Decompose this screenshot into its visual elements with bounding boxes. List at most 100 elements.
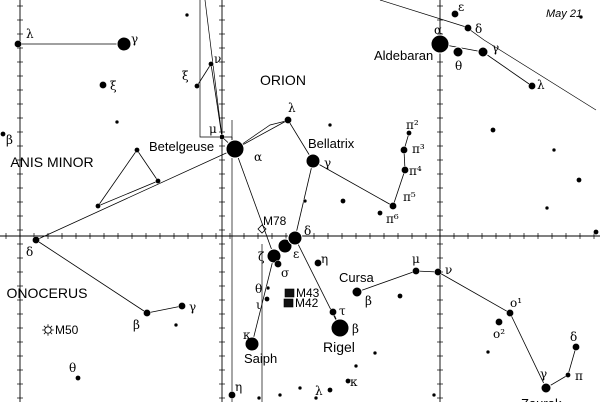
star-cmi-3 [95,203,101,209]
greek-label-omicron1-eri: ο¹ [510,296,522,310]
greek-label-mu-ori: μ [209,122,217,136]
star-theta-tau [452,46,464,58]
greek-label-gamma-eri: γ [540,367,547,381]
star-f2 [340,198,346,204]
greek-label-kappa-lep: κ [350,375,358,389]
star-sigma-ori [274,260,282,268]
star-mintaka [287,230,303,246]
stars [0,10,599,401]
star-pi2 [406,130,412,136]
nebula-icon [284,288,295,298]
star-f18 [485,349,491,355]
star-pi-eri [565,372,571,378]
boundary-lines [35,0,597,402]
greek-label-saiph: κ [243,328,251,342]
greek-label-eta-ori: η [321,252,328,266]
nebula-icon [283,298,294,308]
guide-line [234,119,291,150]
star-f12 [256,395,262,401]
greek-label-lambda-lep: λ [315,384,323,398]
star-theta-ori [265,285,271,291]
star-lambda-tau [528,82,536,90]
dso-label-m78: M78 [263,214,287,228]
constellation-line-cmi-1-cmi-2 [136,149,159,182]
star-xi-gem [99,81,107,89]
star-meissa [284,116,292,124]
greek-label-pi4: π⁴ [409,164,422,178]
star-pi5 [389,202,397,210]
star-betelgeuse [225,139,245,159]
greek-label-delta-eri: δ [570,330,577,344]
cluster-ray [50,325,53,328]
star-gamma-tau [477,46,489,58]
constellation-line-mu-ori-nu-ori [210,63,223,138]
star-kappa-lep [345,378,351,384]
star-saiph [244,336,260,352]
dso-m50: M50 [42,323,79,337]
star-beta-mon [143,309,151,317]
constellation-line-bellatrix-pi5 [312,160,394,207]
star-gamma-mon [178,302,186,310]
star-cursa [351,286,363,298]
guide-line [379,0,485,41]
star-eta-ori [314,259,322,267]
star-iota-ori [264,296,270,302]
date-label: May 21 [546,8,582,20]
greek-label-epsilon-tau: ε [458,0,464,14]
star-cmi-1 [134,147,140,153]
constellation-label-canis-minor: ANIS MINOR [10,154,93,170]
star-f11 [173,322,179,328]
constellation-line-nu-eri-omicron1-eri [437,271,511,314]
star-f10 [184,12,190,18]
star-name-aldebaran: Aldebaran [374,48,433,63]
star-xi-ori [194,83,200,89]
greek-label-xi-gem: ξ [110,79,117,93]
star-aldebaran [430,34,450,54]
star-delta-tau [464,24,472,32]
greek-label-nu-ori: ν [214,52,221,66]
guide-line [204,0,223,138]
constellation-line-beta-mon-gamma-mon [146,305,183,314]
star-name-saiph: Saiph [244,351,277,366]
greek-label-pi3: π³ [412,142,425,156]
greek-label-lambda-gem: λ [26,27,34,41]
constellation-line-cmi-3-cmi-1 [97,149,138,207]
star-gamma-gem [116,36,132,52]
greek-label-gamma-gem: γ [131,32,138,46]
greek-label-gamma-tau: γ [492,41,499,55]
star-f13 [277,392,283,398]
star-f15 [353,363,359,369]
greek-label-theta-mon: θ [69,361,76,375]
constellation-line-cmi-2-cmi-3 [97,180,159,207]
star-f19 [302,198,308,204]
cluster-ray [43,325,46,328]
star-alnitak [266,248,282,264]
star-gamma-eri [540,382,552,394]
greek-label-theta-ori: θ [255,282,262,296]
star-f4 [576,177,582,183]
constellation-line-betelgeuse-meissa [234,119,289,150]
constellation-line-gamma-tau-lambda-tau [482,51,533,87]
star-f17 [313,395,319,401]
nebula-icon [257,224,267,234]
greek-label-meissa: λ [288,101,296,115]
greek-label-iota-ori: ι [256,298,261,312]
star-bellatrix [305,153,321,169]
greek-label-tau-ori: τ [339,304,346,318]
guide-line [199,0,232,138]
star-f7 [551,147,557,153]
greek-label-betelgeuse: α [254,150,262,164]
greek-label-beta-mon: β [133,318,140,332]
star-theta-mon [75,375,81,381]
star-delta-mon [32,236,40,244]
greek-label-lambda-tau: λ [537,78,545,92]
star-eta-lep [228,391,236,399]
greek-label-rigel: β [352,322,359,336]
star-f5 [593,229,599,235]
greek-label-pi6: π⁶ [386,212,399,226]
star-f9 [431,392,437,398]
star-f1 [490,127,496,133]
